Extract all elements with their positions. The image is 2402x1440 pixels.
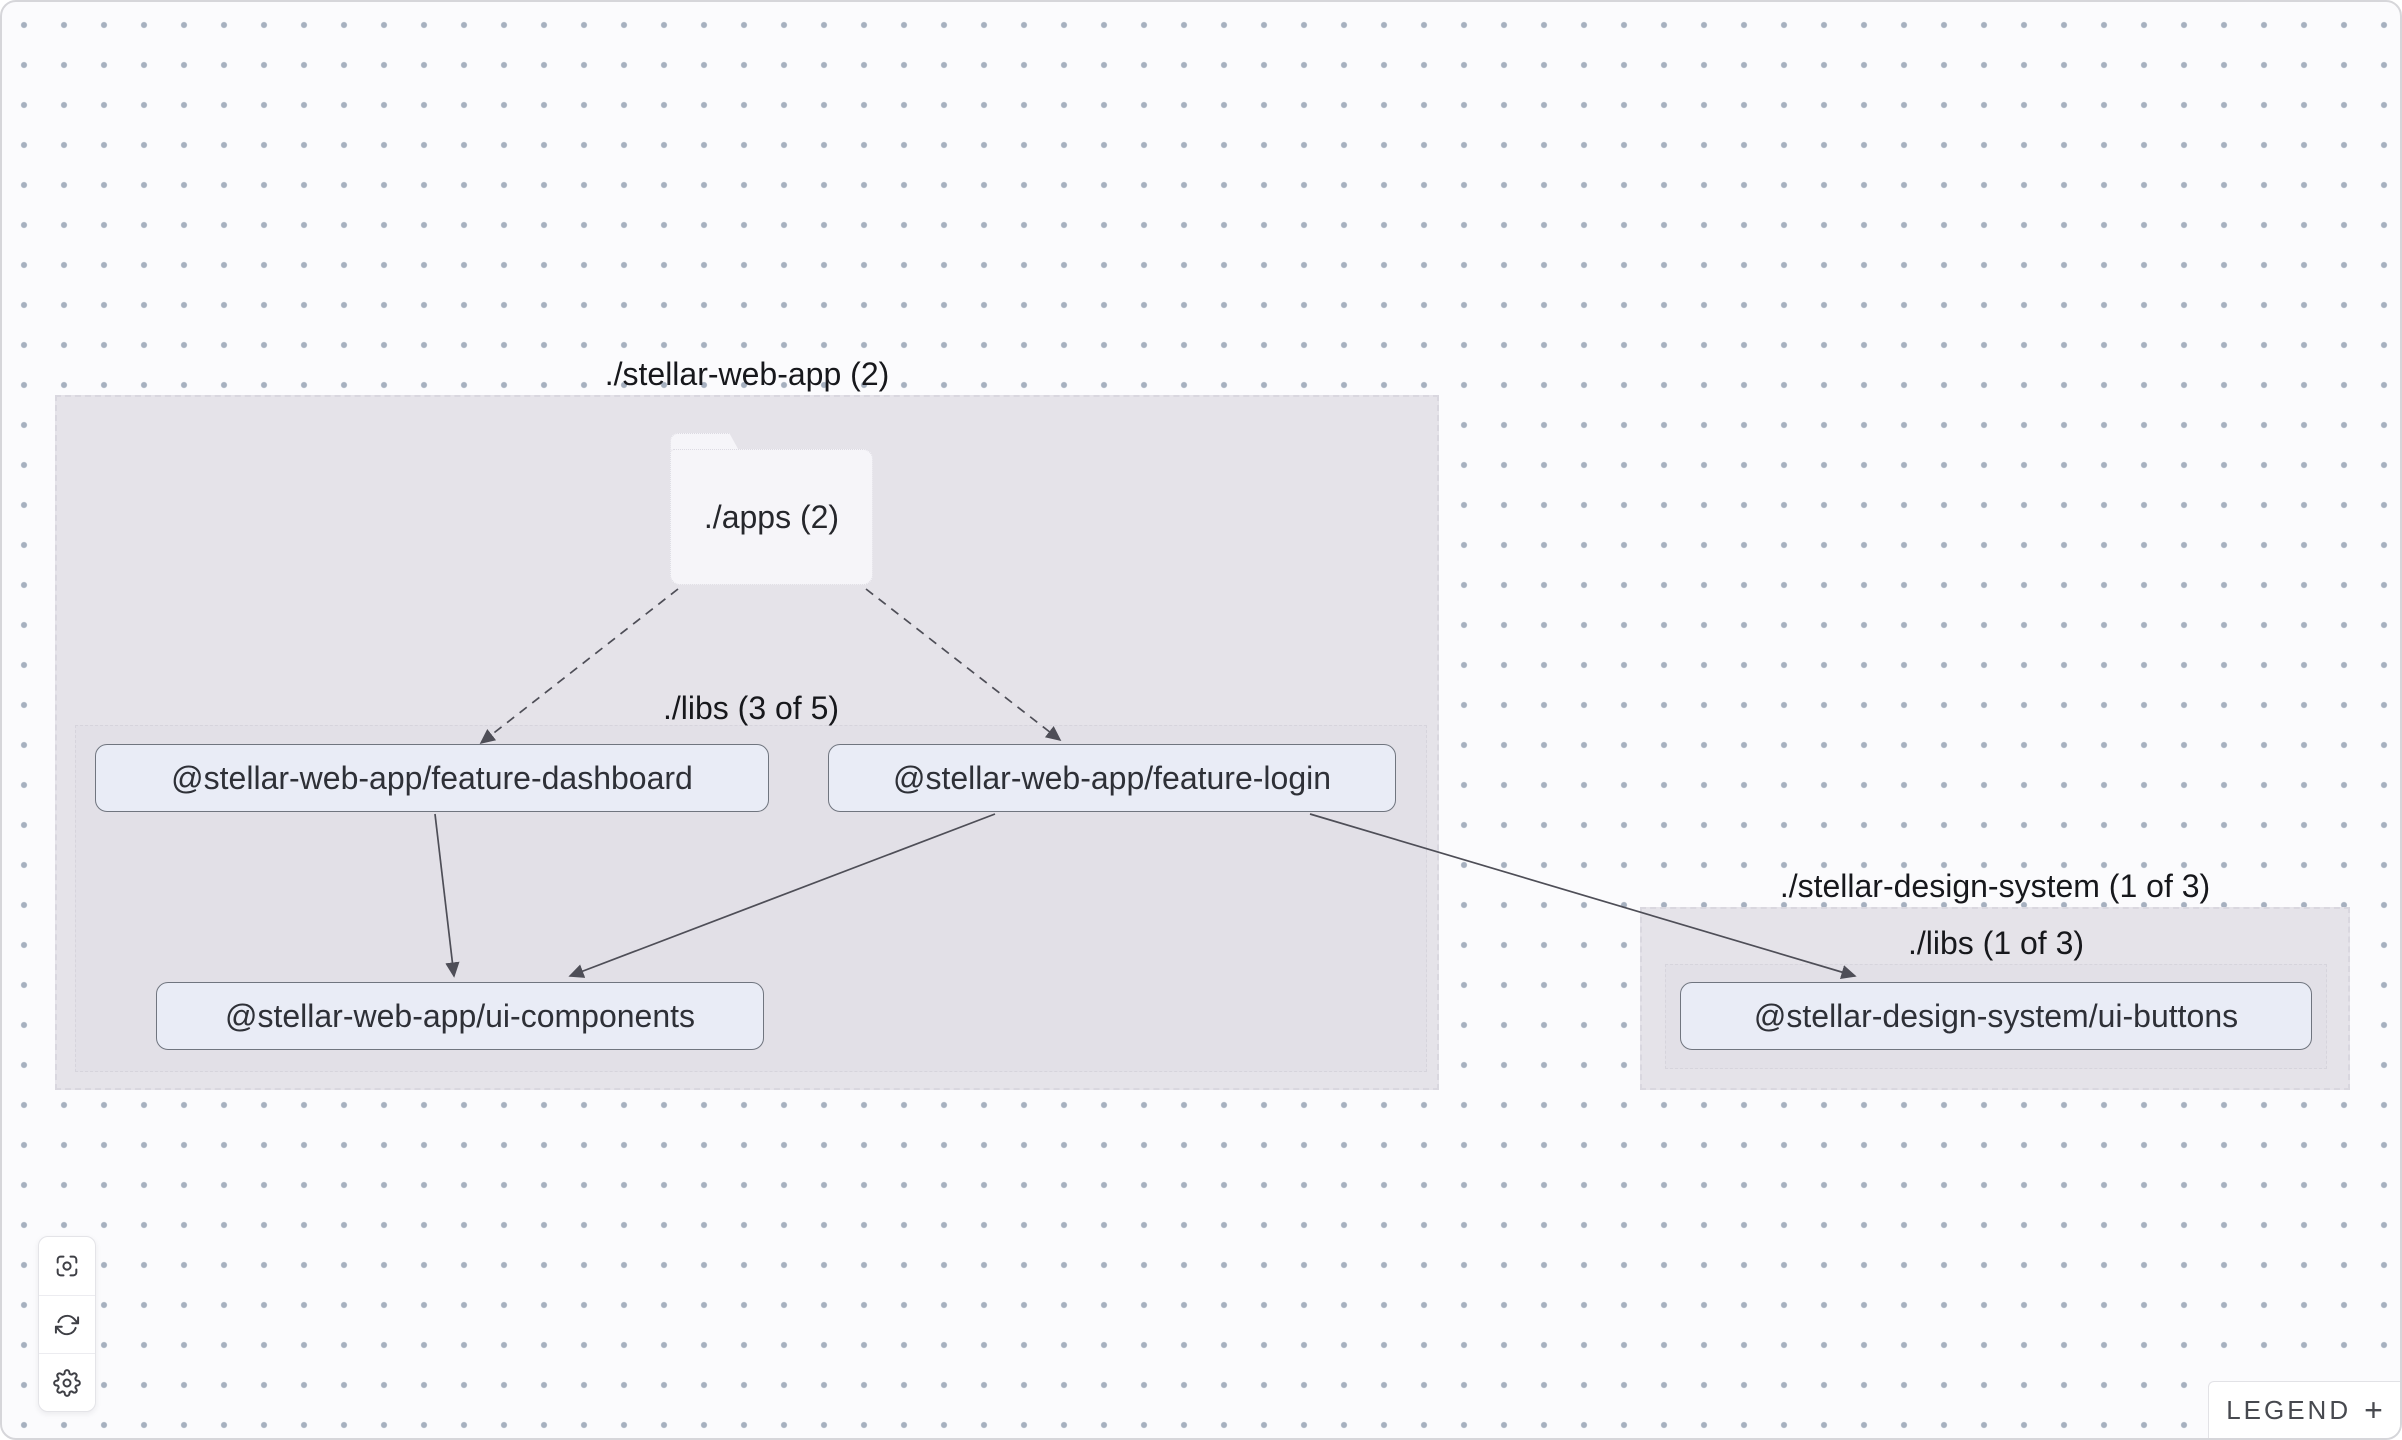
dependency-edge-apps-feature-login[interactable] <box>865 588 1062 742</box>
project-node-feature-login[interactable]: @stellar-web-app/feature-login <box>828 744 1396 812</box>
focus-icon <box>56 1255 78 1277</box>
dependency-edge-feature-dashboard-ui-components[interactable] <box>434 813 460 978</box>
group-label-stellar-design-system: ./stellar-design-system (1 of 3) <box>1779 868 2211 904</box>
legend-label: LEGEND <box>2226 1394 2352 1425</box>
focus-button[interactable] <box>39 1237 95 1295</box>
plus-icon: + <box>2364 1392 2383 1428</box>
subgroup-label-libs-web-app: ./libs (3 of 5) <box>662 690 840 726</box>
project-node-ui-components[interactable]: @stellar-web-app/ui-components <box>156 982 764 1050</box>
project-node-ui-buttons[interactable]: @stellar-design-system/ui-buttons <box>1680 982 2312 1050</box>
settings-icon <box>53 1368 81 1397</box>
subgroup-label-libs-design-system: ./libs (1 of 3) <box>1907 925 2085 961</box>
folder-body: ./apps (2) <box>670 449 873 585</box>
graph-toolbar <box>38 1236 96 1412</box>
project-node-feature-dashboard[interactable]: @stellar-web-app/feature-dashboard <box>95 744 769 812</box>
group-stellar-web-app: ./stellar-web-app (2) ./apps (2) ./libs … <box>55 356 1439 1090</box>
refresh-button[interactable] <box>39 1295 95 1353</box>
refresh-icon <box>54 1314 80 1335</box>
dependency-edge-feature-login-ui-components[interactable] <box>568 813 996 978</box>
folder-label-apps: ./apps (2) <box>703 498 840 535</box>
legend-button[interactable]: LEGEND + <box>2208 1381 2400 1438</box>
group-label-stellar-web-app: ./stellar-web-app (2) <box>604 356 890 392</box>
folder-node-apps[interactable]: ./apps (2) <box>670 433 873 585</box>
dependency-edge-apps-feature-dashboard[interactable] <box>479 588 679 745</box>
dependency-edge-feature-login-ui-buttons[interactable] <box>1309 813 1857 979</box>
settings-button[interactable] <box>39 1353 95 1411</box>
